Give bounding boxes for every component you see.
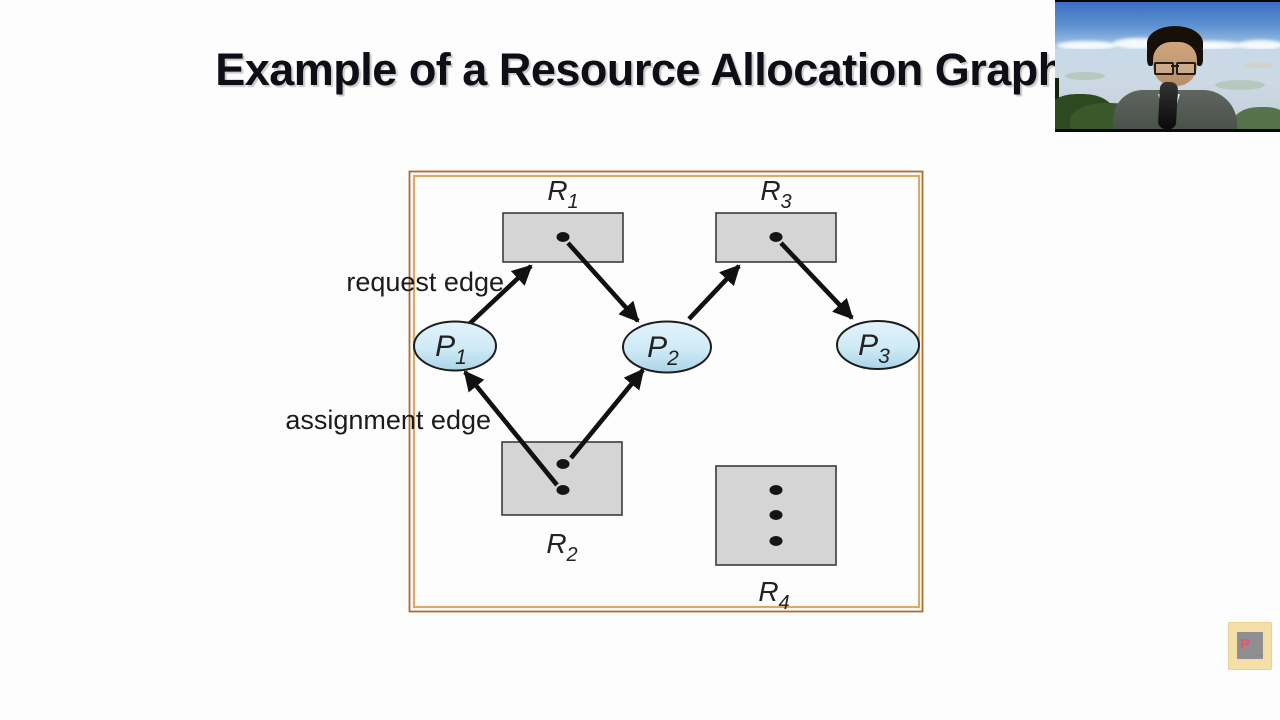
frame-outer-line [408, 170, 924, 613]
label-r4: R4 [758, 576, 789, 614]
edge-r2-p1-assignment [463, 370, 559, 487]
edge-p1-r1-request [464, 264, 533, 329]
cloud [1057, 41, 1117, 50]
foliage [1232, 107, 1280, 129]
frame-inner-line [412, 174, 921, 609]
label-p1: P1 [435, 330, 467, 369]
hill-shadow [1055, 78, 1059, 108]
label-r3: R3 [760, 175, 791, 213]
label-p3: P3 [858, 329, 890, 368]
r4-instance-dot-2 [769, 510, 783, 520]
label-r2: R2 [546, 528, 577, 566]
edge-r1-p2-assignment [566, 241, 640, 323]
process-ellipse-p3 [836, 320, 920, 370]
r3-instance-dot [769, 232, 783, 242]
presenter-sideburn [1196, 50, 1203, 66]
label-r1: R1 [547, 175, 578, 213]
terrain-patch [1065, 72, 1105, 80]
slide-title: Example of a Resource Allocation Graph [215, 44, 1065, 95]
presenter-face [1153, 42, 1197, 86]
resource-nodes [501, 212, 837, 566]
r4-instance-dot-3 [769, 536, 783, 546]
request-edge-annotation: request edge [346, 267, 504, 297]
graph-edges [463, 241, 854, 487]
process-ellipse-p1 [413, 320, 497, 372]
watermark-letter: P [1240, 636, 1251, 653]
presenter-sideburn [1147, 50, 1154, 66]
microphone [1157, 81, 1179, 129]
r2-instance-dot-2 [556, 485, 570, 495]
process-ellipse-p2 [622, 320, 712, 374]
glasses-lens [1154, 62, 1174, 75]
cloud [1238, 40, 1280, 50]
terrain-patch [1243, 62, 1273, 68]
resource-instance-dots [556, 232, 783, 546]
edge-r3-p3-assignment [779, 241, 854, 320]
edge-p2-r3-request [687, 264, 741, 321]
terrain-patch [1215, 80, 1265, 90]
diagram-frame [408, 170, 924, 613]
edge-r2-p2-assignment [569, 368, 645, 460]
watermark-dots: ... [1251, 648, 1262, 658]
r1-instance-dot [556, 232, 570, 242]
glasses-bridge [1171, 65, 1179, 67]
glasses-lens [1176, 62, 1196, 75]
process-nodes [413, 320, 920, 374]
r4-instance-dot-1 [769, 485, 783, 495]
label-p2: P2 [647, 331, 679, 370]
presenter-glasses [1154, 62, 1196, 75]
cloud [1173, 41, 1243, 50]
resource-box-r2 [501, 441, 623, 516]
assignment-edge-annotation: assignment edge [285, 405, 491, 435]
watermark-logo: P ... [1228, 622, 1272, 670]
watermark-inner-square: P ... [1237, 632, 1263, 659]
cloud [1113, 38, 1165, 49]
webcam-overlay [1055, 0, 1280, 132]
r2-instance-dot-1 [556, 459, 570, 469]
